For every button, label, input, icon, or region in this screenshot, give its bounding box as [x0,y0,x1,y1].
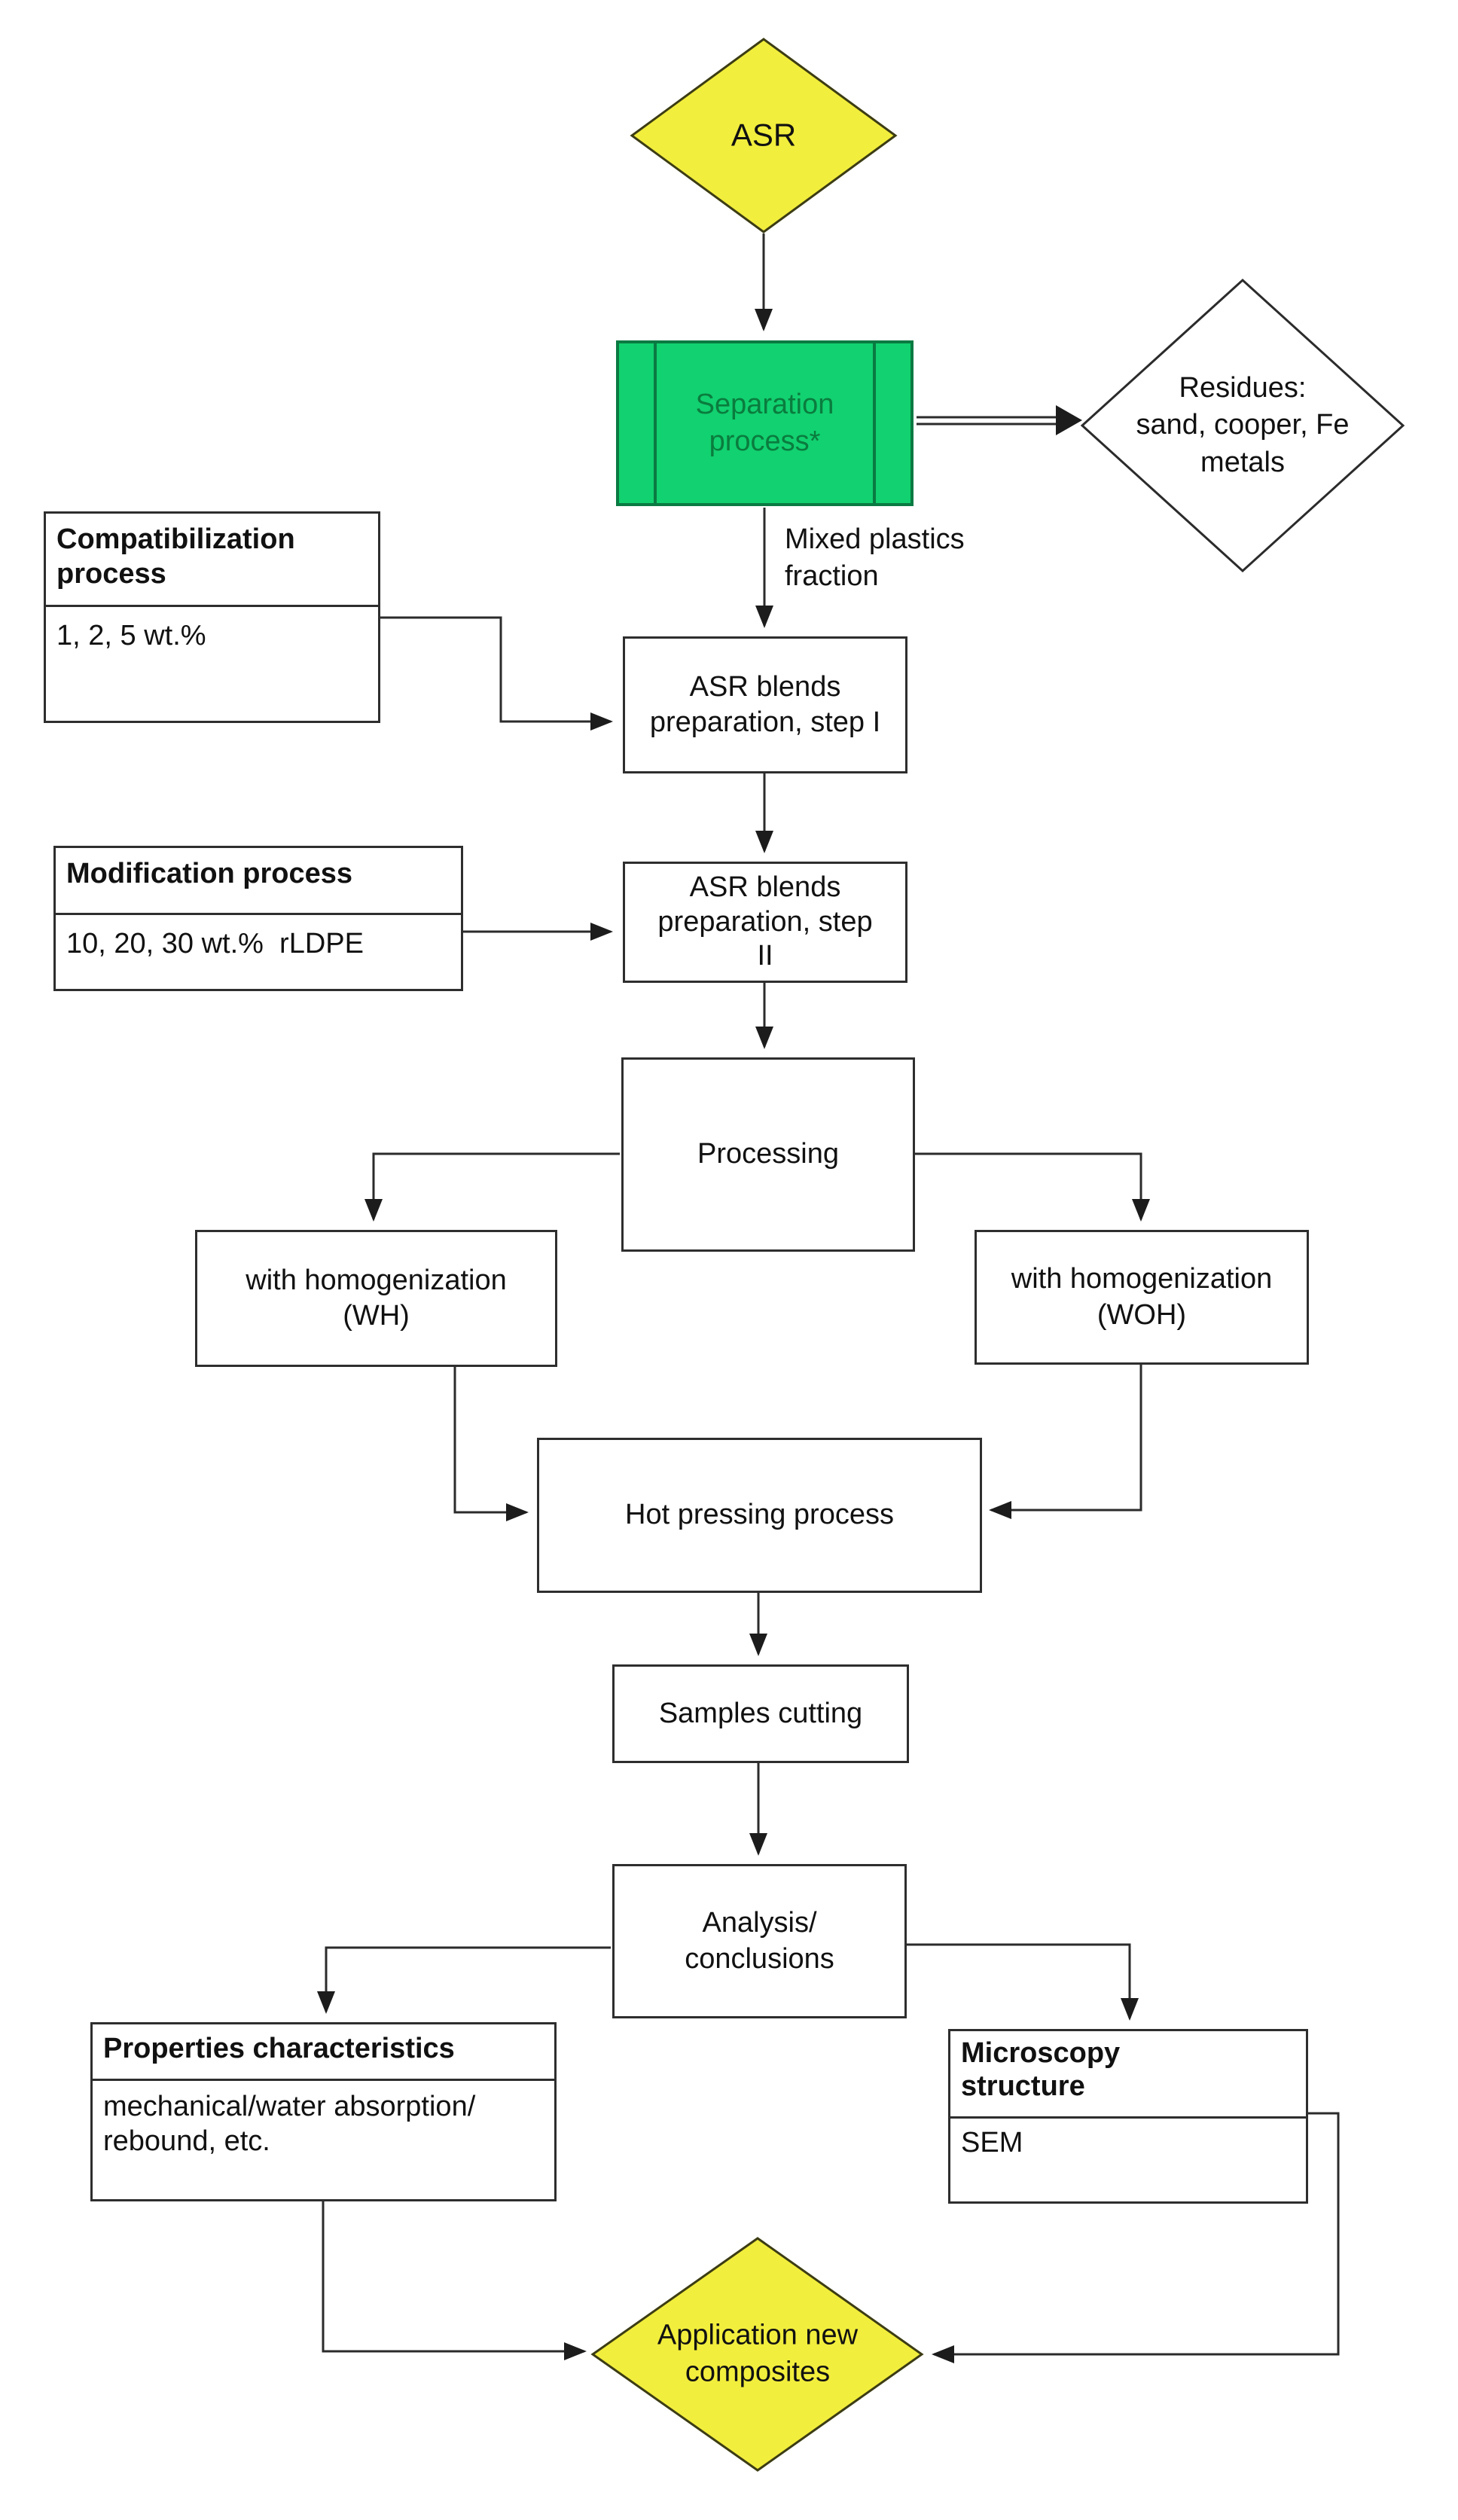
without-homogenization-node: with homogenization (WOH) [975,1230,1309,1365]
asr-blends-step1-node: ASR blends preparation, step I [623,636,907,773]
predefined-inner-line-right [873,343,876,503]
hot-pressing-label: Hot pressing process [625,1499,894,1531]
compatibilization-process-value: 1, 2, 5 wt.% [56,620,206,651]
residues-diamond-shape [1080,278,1405,573]
modification-process-node: Modification process 10, 20, 30 wt.% rLD… [53,846,463,991]
asr-blends-step2-node: ASR blends preparation, step II [623,862,907,983]
modification-process-value: 10, 20, 30 wt.% rLDPE [66,928,364,959]
properties-characteristics-value: mechanical/water absorption/ rebound, et… [103,2091,476,2157]
microscopy-structure-node: Microscopy structure SEM [948,2029,1308,2204]
connector-properties-to-application [322,2201,587,2360]
arrow-separation-to-residues-head [1056,405,1082,435]
connector-analysis-to-microscopy [907,1943,1139,2021]
compatibilization-process-node: Compatibilization process 1, 2, 5 wt.% [44,511,380,723]
asr-blends-step2-label: ASR blends preparation, step II [657,871,873,972]
hot-pressing-node: Hot pressing process [537,1438,982,1593]
connector-wh-to-hot-pressing [453,1367,529,1521]
application-node-label: Application new composites [657,2319,859,2388]
with-homogenization-label: with homogenization (WH) [246,1264,507,1332]
analysis-conclusions-node: Analysis/ conclusions [612,1864,907,2018]
residues-node-label: Residues: sand, cooper, Fe metals [1136,371,1350,478]
predefined-inner-line-left [654,343,657,503]
arrow-compatibilization-to-blends1 [380,616,613,731]
samples-cutting-label: Samples cutting [658,1697,863,1729]
samples-cutting-node: Samples cutting [612,1664,909,1763]
asr-node-label: ASR [731,117,797,153]
modification-process-title: Modification process [56,848,461,915]
microscopy-structure-title: Microscopy structure [950,2031,1306,2119]
connector-processing-to-wh [364,1152,620,1222]
properties-characteristics-node: Properties characteristics mechanical/wa… [90,2022,557,2201]
connector-analysis-to-properties [317,1946,611,2014]
analysis-conclusions-label: Analysis/ conclusions [685,1907,834,1975]
mixed-plastics-edge-label: Mixed plastics fraction [785,523,965,593]
connector-woh-to-hot-pressing [989,1365,1142,1519]
connector-processing-to-woh [915,1152,1150,1222]
separation-process-label: Separation process* [695,388,834,457]
microscopy-structure-value: SEM [961,2127,1023,2158]
properties-characteristics-title: Properties characteristics [93,2024,554,2081]
with-homogenization-node: with homogenization (WH) [195,1230,557,1367]
processing-label: Processing [697,1138,839,1170]
without-homogenization-label: with homogenization (WOH) [1011,1263,1273,1331]
asr-diamond-shape [630,38,898,233]
compatibilization-process-title: Compatibilization process [46,514,378,607]
application-diamond-shape [590,2237,924,2472]
connector-microscopy-to-application [932,2112,1340,2363]
processing-node: Processing [621,1057,915,1252]
asr-blends-step1-label: ASR blends preparation, step I [649,670,881,739]
separation-process-node: Separation process* [616,340,914,506]
